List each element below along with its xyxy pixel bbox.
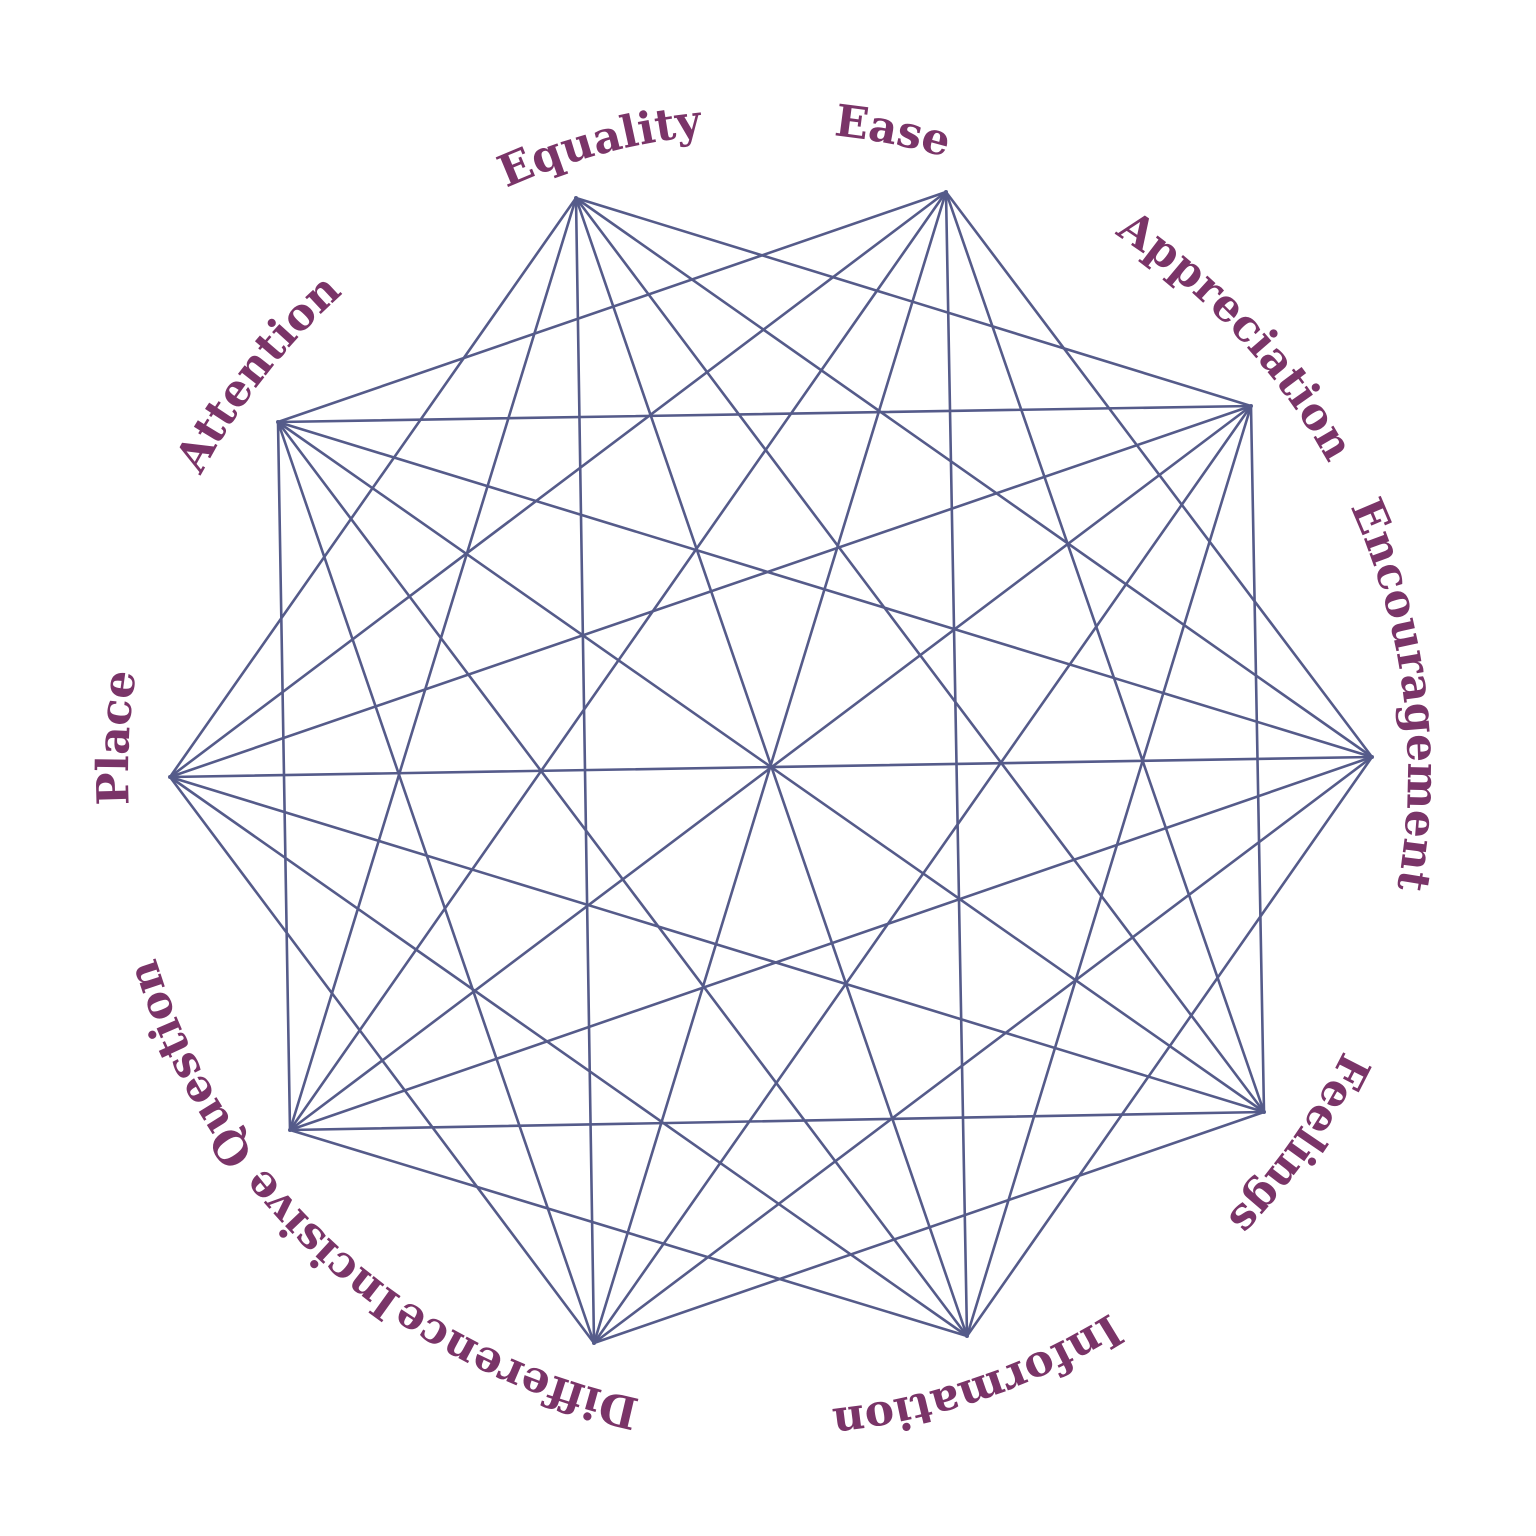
edge-feelings-equality [574,196,1266,1114]
label-incisive-question: Incisive Question [117,954,408,1330]
label-text-attention: Attention [165,264,350,482]
edge-appreciation-equality [574,196,1253,408]
edge-information-attention [276,420,969,1338]
edge-information-place [168,775,969,1338]
vertex-feelings [1262,1110,1266,1114]
edge-difference-equality [574,196,596,1345]
label-encouragement: Encouragement [1340,491,1448,896]
edge-encouragement-equality [574,196,1374,759]
label-place: Place [88,667,147,806]
vertex-ease [944,190,948,194]
edge-incisive-question-equality [288,196,578,1132]
edge-ease-place [168,190,948,779]
edge-encouragement-difference [592,755,1374,1345]
label-text-equality: Equality [491,95,706,198]
label-information: Information [830,1304,1131,1449]
label-text-incisive-question: Incisive Question [117,954,408,1330]
label-text-information: Information [830,1304,1131,1449]
label-text-encouragement: Encouragement [1340,491,1448,896]
label-attention: Attention [165,264,350,482]
edge-ease-attention [276,190,948,424]
vertex-place [168,775,172,779]
edge-ease-feelings [944,190,1266,1114]
connection-lines [168,190,1374,1345]
edge-appreciation-attention [276,404,1253,424]
label-text-feelings: Feelings [1219,1045,1380,1245]
vertex-encouragement [1370,755,1374,759]
vertex-information [965,1334,969,1338]
vertex-difference [592,1341,596,1345]
vertex-attention [276,420,280,424]
label-text-ease: Ease [832,95,956,167]
edge-difference-place [168,775,596,1345]
edge-feelings-place [168,775,1266,1114]
edge-information-equality [574,196,969,1338]
vertex-incisive-question [288,1128,292,1132]
edge-information-incisive-question [288,1128,969,1338]
label-equality: Equality [491,95,706,198]
edge-feelings-incisive-question [288,1110,1266,1132]
vertex-appreciation [1249,404,1253,408]
edge-difference-attention [276,420,596,1345]
edge-incisive-question-attention [276,420,292,1132]
label-text-place: Place [88,667,147,806]
label-feelings: Feelings [1219,1045,1380,1245]
label-ease: Ease [832,95,956,167]
vertex-equality [574,196,578,200]
edge-encouragement-attention [276,420,1374,759]
edge-appreciation-information [965,404,1253,1338]
edge-place-equality [168,196,578,779]
